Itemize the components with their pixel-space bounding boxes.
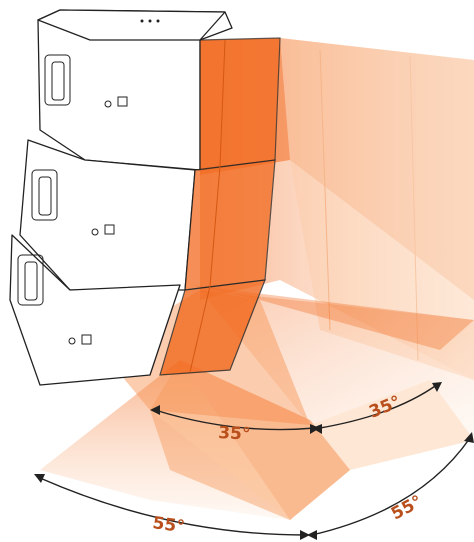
angle-label-upper-left: 35° (218, 423, 251, 445)
cabinet-top (37, 9, 233, 171)
speaker-cabinet-stack (9, 9, 281, 386)
angle-label-lower-left: 55° (151, 513, 186, 537)
upper-coverage-arc (150, 382, 442, 434)
front-grilles (159, 37, 281, 376)
lower-coverage-arc (34, 432, 474, 540)
cabinet-bottom (9, 234, 181, 386)
angle-label-lower-right: 55° (388, 492, 426, 525)
